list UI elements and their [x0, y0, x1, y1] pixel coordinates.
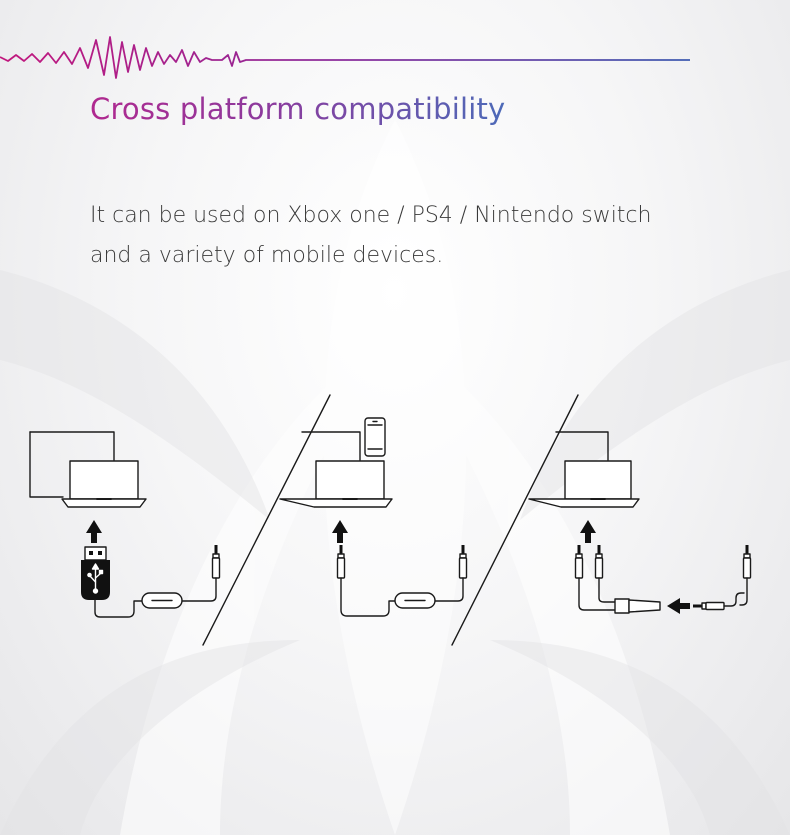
- description: It can be used on Xbox one / PS4 / Ninte…: [90, 196, 730, 276]
- monitor-icon: [301, 431, 361, 461]
- laptop-icon: [528, 460, 640, 508]
- waveform-icon: [0, 36, 690, 79]
- panel-1-pc: [29, 431, 221, 618]
- panel-2-mobile: [279, 417, 468, 617]
- audio-jack-icon: [594, 545, 604, 579]
- smartphone-icon: [364, 417, 386, 457]
- monitor-icon: [555, 431, 609, 461]
- y-splitter-icon: [614, 598, 661, 614]
- arrow-up-icon: [332, 520, 348, 543]
- description-line-2: and a variety of mobile devices.: [90, 243, 444, 268]
- arrow-up-icon: [580, 520, 596, 543]
- audio-jack-icon: [739, 545, 752, 606]
- connection-diagram: [29, 394, 752, 646]
- laptop-icon: [279, 460, 393, 508]
- divider-2: [451, 394, 579, 646]
- usb-dongle-icon: [81, 546, 110, 600]
- audio-jack-icon: [181, 545, 221, 602]
- divider-1: [202, 394, 331, 646]
- description-line-1: It can be used on Xbox one / PS4 / Ninte…: [90, 203, 652, 228]
- audio-jack-icon: [434, 545, 468, 602]
- arrow-left-icon: [667, 598, 690, 614]
- audio-jack-icon: [693, 592, 745, 611]
- laptop-icon: [61, 460, 147, 508]
- usb-symbol-icon: [87, 563, 104, 594]
- audio-jack-icon: [336, 545, 399, 617]
- page-title: Cross platform compatibility: [90, 92, 506, 126]
- panel-3-splitter: [528, 431, 752, 614]
- arrow-up-icon: [86, 520, 102, 543]
- audio-jack-icon: [574, 545, 584, 579]
- monitor-icon: [29, 431, 115, 498]
